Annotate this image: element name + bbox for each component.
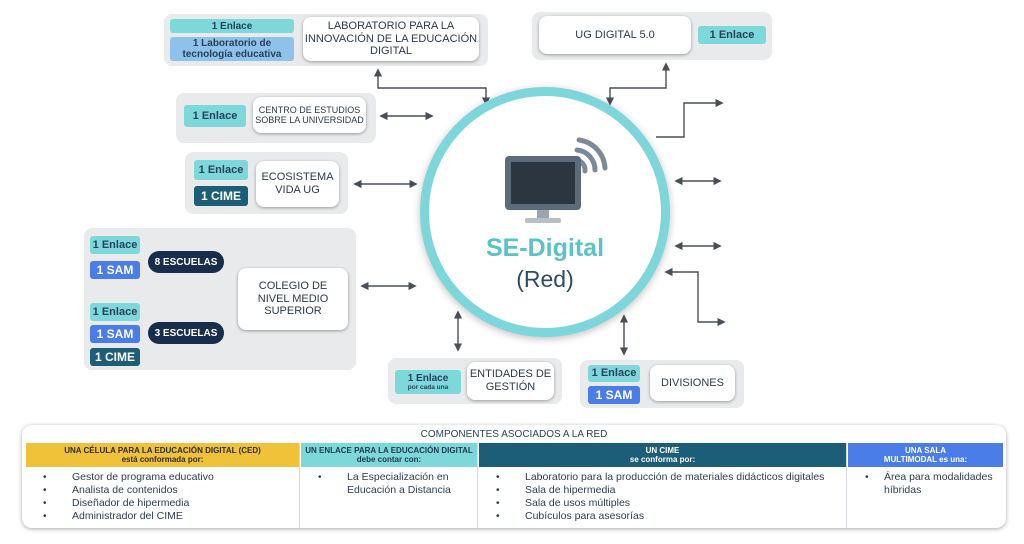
entidades-title-box[interactable]: ENTIDADES DE GESTIÓN xyxy=(467,362,554,400)
col-sala-header: UNA SALA MULTIMODAL es una: xyxy=(848,443,1003,467)
sala-heading2: MULTIMODAL xyxy=(883,455,937,464)
center-subtitle: (Red) xyxy=(516,266,574,292)
entidades-enlace-badge: 1 Enlace por cada una xyxy=(395,370,461,394)
list-item: Diseñador de hipermedia xyxy=(26,497,299,510)
eco-enlace-badge: 1 Enlace xyxy=(194,160,248,180)
list-item: La Especialización en Educación a Distan… xyxy=(301,471,477,497)
enlace-list: La Especialización en Educación a Distan… xyxy=(301,467,477,497)
entidades-enlace-label: 1 Enlace xyxy=(407,372,449,384)
centro-title-box[interactable]: CENTRO DE ESTUDIOS SOBRE LA UNIVERSIDAD xyxy=(253,97,366,133)
sala-heading: UNA SALA xyxy=(904,445,947,455)
col-sala: UNA SALA MULTIMODAL es una: Área para mo… xyxy=(848,443,1003,528)
arrow-ug xyxy=(605,62,671,106)
list-item: Sala de hipermedia xyxy=(479,484,846,497)
col-cime-header: UN CIME se conforma por: xyxy=(479,443,846,467)
divisiones-enlace-badge: 1 Enlace xyxy=(588,365,640,382)
center-title: SE-Digital xyxy=(485,234,605,262)
col-enlace-header: UN ENLACE PARA LA EDUCACIÓN DIGITAL debe… xyxy=(301,443,477,467)
colegio-title-box[interactable]: COLEGIO DE NIVEL MEDIO SUPERIOR xyxy=(238,268,348,330)
list-item: Cubículos para asesorías xyxy=(479,510,846,523)
ug-title-box[interactable]: UG DIGITAL 5.0 xyxy=(539,16,691,54)
colegio-g1-sam: 1 SAM xyxy=(90,261,140,279)
colegio-g2-cime: 1 CIME xyxy=(90,348,140,366)
colegio-g1-enlace: 1 Enlace xyxy=(90,236,140,254)
lab-title-box[interactable]: LABORATORIO PARA LA INNOVACIÓN DE LA EDU… xyxy=(303,17,479,61)
enlace-heading: UN ENLACE PARA LA EDUCACIÓN DIGITAL xyxy=(305,445,473,455)
list-item: Gestor de programa educativo xyxy=(26,471,299,484)
components-panel: COMPONENTES ASOCIADOS A LA RED UNA CÉLUL… xyxy=(22,425,1006,528)
cime-sub: se conforma por: xyxy=(629,455,696,464)
divisiones-title-box[interactable]: DIVISIONES xyxy=(650,365,735,401)
colegio-8-escuelas: 8 ESCUELAS xyxy=(148,251,224,273)
colegio-3-escuelas: 3 ESCUELAS xyxy=(148,322,224,344)
list-item: Laboratorio para la producción de materi… xyxy=(479,471,846,484)
divisiones-sam-badge: 1 SAM xyxy=(588,386,640,404)
ced-list: Gestor de programa educativo Analista de… xyxy=(26,467,299,523)
sala-sub: es una: xyxy=(939,455,968,464)
colegio-g2-enlace: 1 Enlace xyxy=(90,303,140,321)
arrow-right-4 xyxy=(664,267,726,327)
ced-sub: está conformada por: xyxy=(121,455,204,464)
list-item: Sala de usos múltiples xyxy=(479,497,846,510)
list-item: Área para modalidades híbridas xyxy=(848,471,1003,497)
list-item: Administrador del CIME xyxy=(26,510,299,523)
ced-heading: UNA CÉLULA PARA LA EDUCACIÓN DIGITAL (CE… xyxy=(64,445,261,455)
colegio-g2-sam: 1 SAM xyxy=(90,325,140,343)
col-ced-header: UNA CÉLULA PARA LA EDUCACIÓN DIGITAL (CE… xyxy=(26,443,299,467)
enlace-sub: debe contar con: xyxy=(356,455,422,464)
sala-list: Área para modalidades híbridas xyxy=(848,467,1003,497)
cime-heading: UN CIME xyxy=(645,445,680,455)
arrow-lab xyxy=(373,68,491,106)
list-item: Analista de contenidos xyxy=(26,484,299,497)
col-ced: UNA CÉLULA PARA LA EDUCACIÓN DIGITAL (CE… xyxy=(26,443,300,528)
col-cime: UN CIME se conforma por: Laboratorio par… xyxy=(479,443,847,528)
ug-enlace-badge: 1 Enlace xyxy=(698,26,766,44)
entidades-enlace-note: por cada una xyxy=(407,383,449,391)
centro-enlace-badge: 1 Enlace xyxy=(184,105,246,127)
se-digital-circle[interactable]: SE-Digital (Red) xyxy=(420,87,670,337)
eco-cime-badge: 1 CIME xyxy=(194,186,248,206)
col-enlace: UN ENLACE PARA LA EDUCACIÓN DIGITAL debe… xyxy=(301,443,478,528)
lab-enlace-badge: 1 Enlace xyxy=(170,19,294,33)
lab-tech-badge: 1 Laboratorio de tecnología educativa xyxy=(170,37,294,61)
components-title: COMPONENTES ASOCIADOS A LA RED xyxy=(420,429,608,440)
cime-list: Laboratorio para la producción de materi… xyxy=(479,467,846,523)
arrow-right-1 xyxy=(656,98,724,138)
eco-title-box[interactable]: ECOSISTEMA VIDA UG xyxy=(256,161,339,207)
computer-wifi-icon xyxy=(505,137,608,223)
